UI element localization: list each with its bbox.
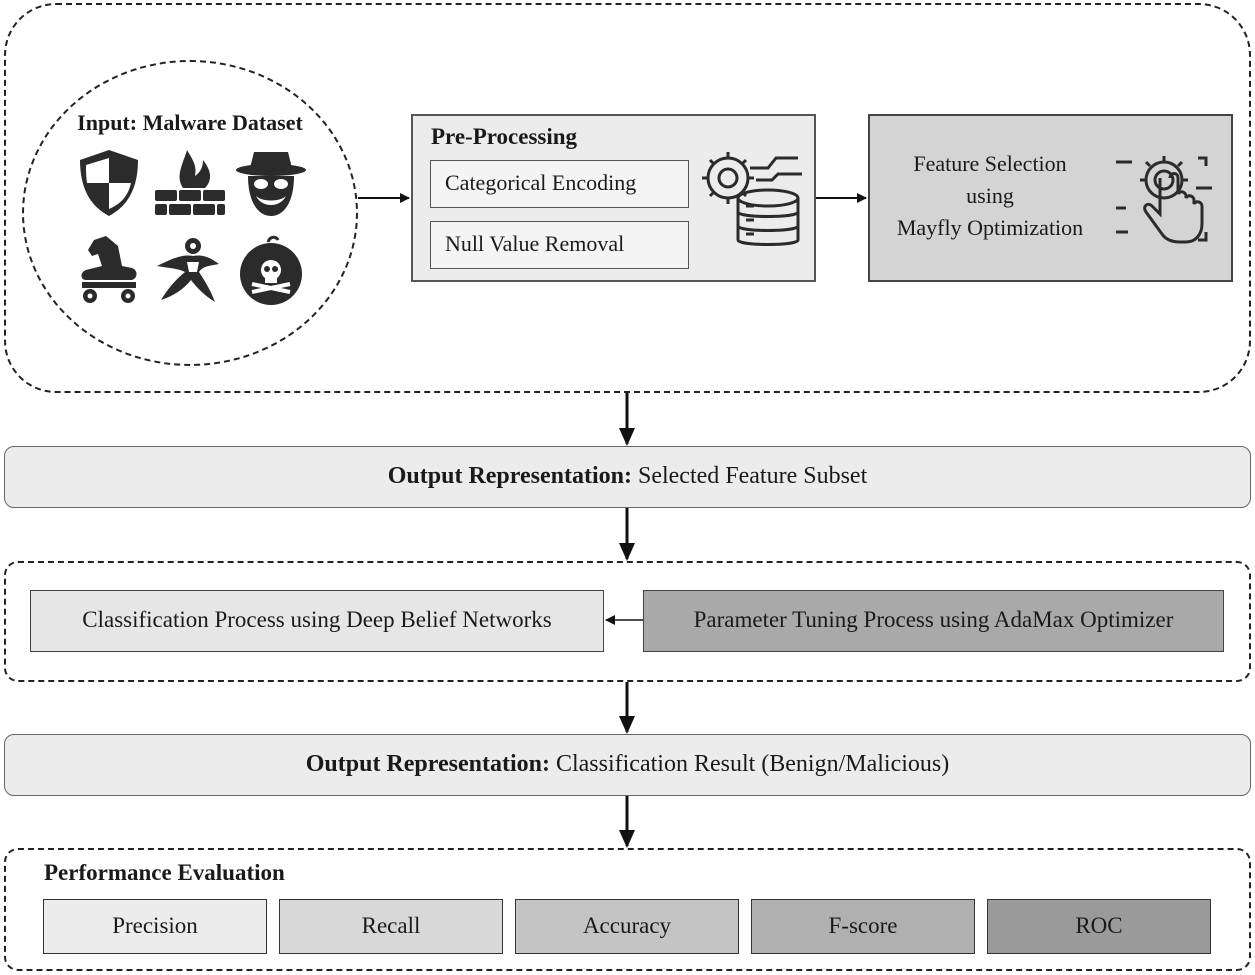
- null-value-removal-step: Null Value Removal: [430, 221, 689, 269]
- feature-selection-text: Feature Selection using Mayfly Optimizat…: [872, 148, 1108, 244]
- feature-selection-box: [868, 114, 1233, 282]
- output-representation-features: Output Representation: Selected Feature …: [4, 446, 1251, 508]
- preprocessing-title: Pre-Processing: [431, 124, 578, 149]
- metric-roc: ROC: [987, 899, 1211, 954]
- shield-icon: [72, 146, 146, 220]
- spy-icon: [234, 146, 308, 220]
- touch-gear-icon: [1112, 148, 1216, 252]
- categorical-encoding-step: Categorical Encoding: [430, 160, 689, 208]
- input-dataset-circle: [22, 60, 358, 366]
- output2-value: Classification Result (Benign/Malicious): [555, 751, 950, 777]
- output2-label: Output Representation:: [305, 751, 550, 777]
- worm-icon: [153, 232, 227, 306]
- firewall-icon: [153, 146, 227, 220]
- evaluation-section: [4, 848, 1251, 971]
- gear-database-icon: [698, 148, 808, 252]
- input-preprocessing-section: [4, 3, 1251, 393]
- metric-precision: Precision: [43, 899, 267, 954]
- classification-process-box: Classification Process using Deep Belief…: [30, 590, 604, 652]
- evaluation-title: Performance Evaluation: [44, 860, 285, 885]
- feature-selection-line-2: using: [966, 183, 1014, 208]
- feature-selection-line-1: Feature Selection: [913, 151, 1067, 176]
- trojan-horse-icon: [72, 232, 146, 306]
- metric-accuracy: Accuracy: [515, 899, 739, 954]
- metric-recall: Recall: [279, 899, 503, 954]
- input-title: Input: Malware Dataset: [77, 110, 303, 135]
- metric-fscore: F-score: [751, 899, 975, 954]
- parameter-tuning-box: Parameter Tuning Process using AdaMax Op…: [643, 590, 1224, 652]
- output1-label: Output Representation:: [387, 463, 632, 489]
- feature-selection-line-3: Mayfly Optimization: [896, 215, 1084, 240]
- classification-section: [4, 561, 1251, 682]
- skull-bomb-icon: [234, 232, 308, 306]
- output-representation-result: Output Representation: Classification Re…: [4, 734, 1251, 796]
- output1-value: Selected Feature Subset: [637, 463, 868, 489]
